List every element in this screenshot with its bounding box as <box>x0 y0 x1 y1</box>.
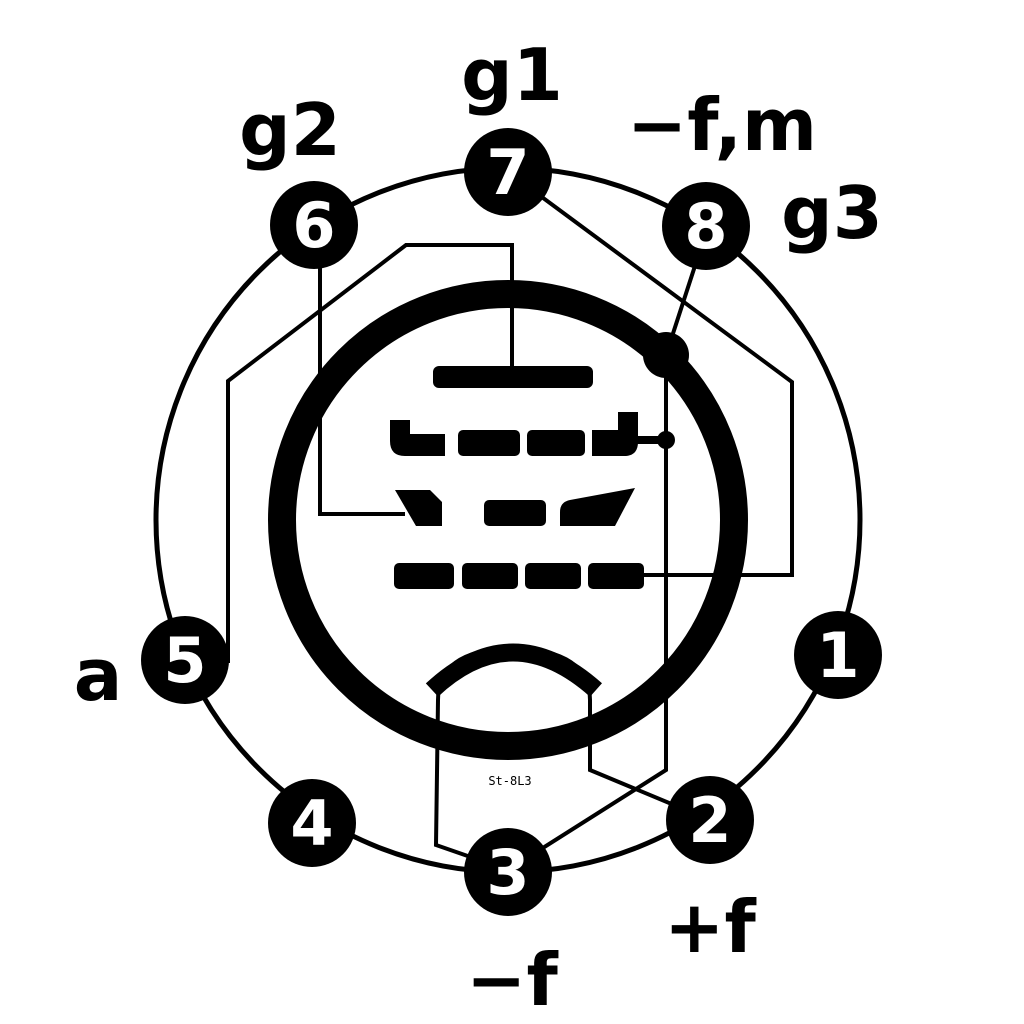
tube-envelope <box>268 280 748 760</box>
pin-4-number: 4 <box>290 787 333 860</box>
pin-7: 7 <box>464 128 552 216</box>
pin-6: 6 <box>270 181 358 269</box>
pin-2: 2 <box>666 776 754 864</box>
grid3-segment <box>394 563 454 589</box>
wire-pin7 <box>506 170 794 577</box>
label-plus-f: +f <box>664 885 756 969</box>
grid-row-1 <box>390 412 666 456</box>
cathode-inner-arc <box>436 645 592 701</box>
pin-8-number: 8 <box>684 190 727 263</box>
label-minus-f-m: −f,m <box>627 83 817 167</box>
pin-8: 8 <box>662 182 750 270</box>
pin-2-number: 2 <box>688 784 731 857</box>
wire-g2 <box>318 225 405 516</box>
label-a: a <box>74 633 123 717</box>
grid1-tail <box>636 436 666 444</box>
pin-4: 4 <box>268 779 356 867</box>
pin-3: 3 <box>464 828 552 916</box>
pin-5-circle <box>141 616 229 704</box>
base-code-caption: St-8L3 <box>488 774 531 788</box>
wire-anode <box>226 243 514 663</box>
anode-plate <box>433 366 593 388</box>
pin-3-circle <box>464 828 552 916</box>
pin-8-circle <box>662 182 750 270</box>
grid3-segment <box>525 563 581 589</box>
grid2-right-segment <box>560 488 635 526</box>
pin-5: 5 <box>141 616 229 704</box>
label-minus-f: −f <box>466 938 558 1022</box>
cathode-arc <box>425 643 602 697</box>
label-g2: g2 <box>239 88 341 172</box>
pin-1: 1 <box>794 611 882 699</box>
label-g1: g1 <box>461 33 563 117</box>
grid3-segment <box>462 563 518 589</box>
pin-1-number: 1 <box>816 619 859 692</box>
wire-shield <box>506 355 668 872</box>
grid1-segment <box>458 430 520 456</box>
pin-2-circle <box>666 776 754 864</box>
grid1-left-segment <box>390 420 445 456</box>
pin-3-number: 3 <box>486 836 529 909</box>
pin-7-circle <box>464 128 552 216</box>
pin-6-circle <box>270 181 358 269</box>
pin-4-circle <box>268 779 356 867</box>
pin-1-circle <box>794 611 882 699</box>
label-g3: g3 <box>781 171 883 255</box>
pin-5-number: 5 <box>163 624 206 697</box>
junction-dot-envelope <box>643 332 689 378</box>
pin-6-number: 6 <box>292 189 335 262</box>
pin-7-number: 7 <box>486 136 529 209</box>
grid1-right-segment <box>592 412 638 456</box>
grid-row-3 <box>394 563 644 589</box>
grid-row-2 <box>395 488 635 526</box>
grid2-left-segment <box>395 490 442 526</box>
grid2-segment <box>484 500 546 526</box>
grid3-segment <box>588 563 644 589</box>
grid1-segment <box>527 430 585 456</box>
